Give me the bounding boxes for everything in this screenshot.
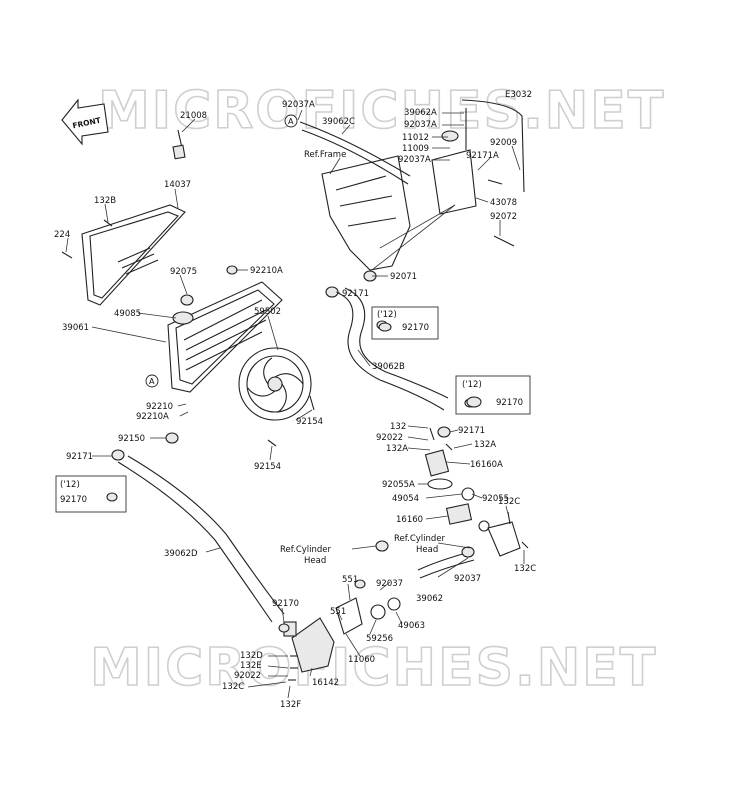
label-11012: 11012: [402, 133, 429, 143]
label-11009: 11009: [402, 144, 429, 154]
hose-39062b-icon: [334, 287, 449, 411]
label-92037a-b: 92037A: [404, 120, 437, 130]
label-132c-bottom: 132C: [222, 682, 244, 692]
svg-text:92170: 92170: [60, 495, 87, 505]
label-132c-right-bottom: 132C: [514, 564, 536, 574]
label-16160a: 16160A: [470, 460, 503, 470]
label-16160: 16160: [396, 515, 423, 525]
cooling-fan-icon: [238, 347, 312, 421]
label-39062d: 39062D: [164, 549, 198, 559]
label-92022: 92022: [376, 433, 403, 443]
label-92154-a: 92154: [296, 417, 323, 427]
label-92055a: 92055A: [382, 480, 415, 490]
label-132a-a: 132A: [386, 444, 408, 454]
svg-text:A: A: [149, 377, 155, 386]
label-551-a: 551: [342, 575, 358, 585]
label-43078: 43078: [490, 198, 517, 208]
label-224: 224: [54, 230, 70, 240]
label-92150: 92150: [118, 434, 145, 444]
label-92037a-top: 92037A: [282, 100, 315, 110]
year-box-3: ('12) 92170: [55, 475, 127, 513]
label-92022-b: 92022: [234, 671, 261, 681]
label-59256: 59256: [366, 634, 393, 644]
front-arrow-icon: FRONT: [61, 98, 109, 146]
label-132f: 132F: [280, 700, 301, 710]
label-21008: 21008: [180, 111, 207, 121]
label-92171-top: 92171: [342, 289, 369, 299]
hose-39062c-icon: [299, 121, 411, 185]
label-92055: 92055: [482, 494, 509, 504]
callout-a-top: A: [284, 114, 298, 128]
label-92037-b: 92037: [454, 574, 481, 584]
label-49085: 49085: [114, 309, 141, 319]
label-132c-right: 132C: [498, 497, 520, 507]
diagram-code: E3032: [505, 90, 532, 100]
label-132d: 132D: [240, 651, 263, 661]
callout-a-left: A: [145, 374, 159, 388]
svg-text:92170: 92170: [496, 398, 523, 408]
hose-39062d-icon: [117, 455, 285, 623]
label-14037: 14037: [164, 180, 191, 190]
svg-text:92170: 92170: [402, 323, 429, 333]
label-92210: 92210: [146, 402, 173, 412]
part-labels: 21008 92037A 39062C Ref.Frame 39062A 920…: [54, 100, 536, 710]
label-92171-right: 92171: [458, 426, 485, 436]
label-refcyl-left-2: Head: [304, 556, 326, 566]
label-11060: 11060: [348, 655, 375, 665]
label-ref-frame: Ref.Frame: [304, 150, 346, 160]
label-92037a-c: 92037A: [398, 155, 431, 165]
reserve-tank-icon: [431, 99, 525, 215]
bolt-icons: [61, 179, 529, 681]
year-box-2: ('12) 92170: [455, 375, 531, 415]
svg-text:('12): ('12): [60, 480, 80, 490]
label-92071: 92071: [390, 272, 417, 282]
watermark-bottom: MICROFICHES.NET: [90, 638, 657, 698]
label-39062: 39062: [416, 594, 443, 604]
svg-text:A: A: [288, 117, 294, 126]
watermark-top: MICROFICHES.NET: [98, 81, 665, 141]
label-39062a: 39062A: [404, 108, 437, 118]
label-132: 132: [390, 422, 406, 432]
leader-lines: [65, 109, 525, 699]
label-92072: 92072: [490, 212, 517, 222]
label-39062c: 39062C: [322, 117, 355, 127]
svg-text:('12): ('12): [377, 310, 397, 320]
label-92171a: 92171A: [466, 151, 499, 161]
label-59502: 59502: [254, 307, 281, 317]
label-92009: 92009: [490, 138, 517, 148]
radiator-cover-icon: [81, 204, 186, 306]
label-39061: 39061: [62, 323, 89, 333]
label-refcyl-left-1: Ref.Cylinder: [280, 545, 332, 555]
label-refcyl-right-1: Ref.Cylinder: [394, 534, 446, 544]
frame-bracket-icon: [321, 155, 411, 271]
label-39062b: 39062B: [372, 362, 405, 372]
label-551-b: 551: [330, 607, 346, 617]
label-49063: 49063: [398, 621, 425, 631]
label-92170-mid: 92170: [272, 599, 299, 609]
label-16142: 16142: [312, 678, 339, 688]
label-92210a-top: 92210A: [250, 266, 283, 276]
thermostat-housing-icon: [424, 449, 521, 557]
label-refcyl-right-2: Head: [416, 545, 438, 555]
label-92037-a: 92037: [376, 579, 403, 589]
label-92075: 92075: [170, 267, 197, 277]
part-21008-icon: [172, 129, 186, 160]
label-92210a-bottom: 92210A: [136, 412, 169, 422]
year-box-1: ('12) 92170: [371, 306, 439, 340]
radiator-icon: [167, 281, 283, 393]
label-49054: 49054: [392, 494, 419, 504]
label-132e: 132E: [240, 661, 262, 671]
label-132a-b: 132A: [474, 440, 496, 450]
svg-text:('12): ('12): [462, 380, 482, 390]
label-132b: 132B: [94, 196, 116, 206]
label-92154-b: 92154: [254, 462, 281, 472]
label-92171-left: 92171: [66, 452, 93, 462]
